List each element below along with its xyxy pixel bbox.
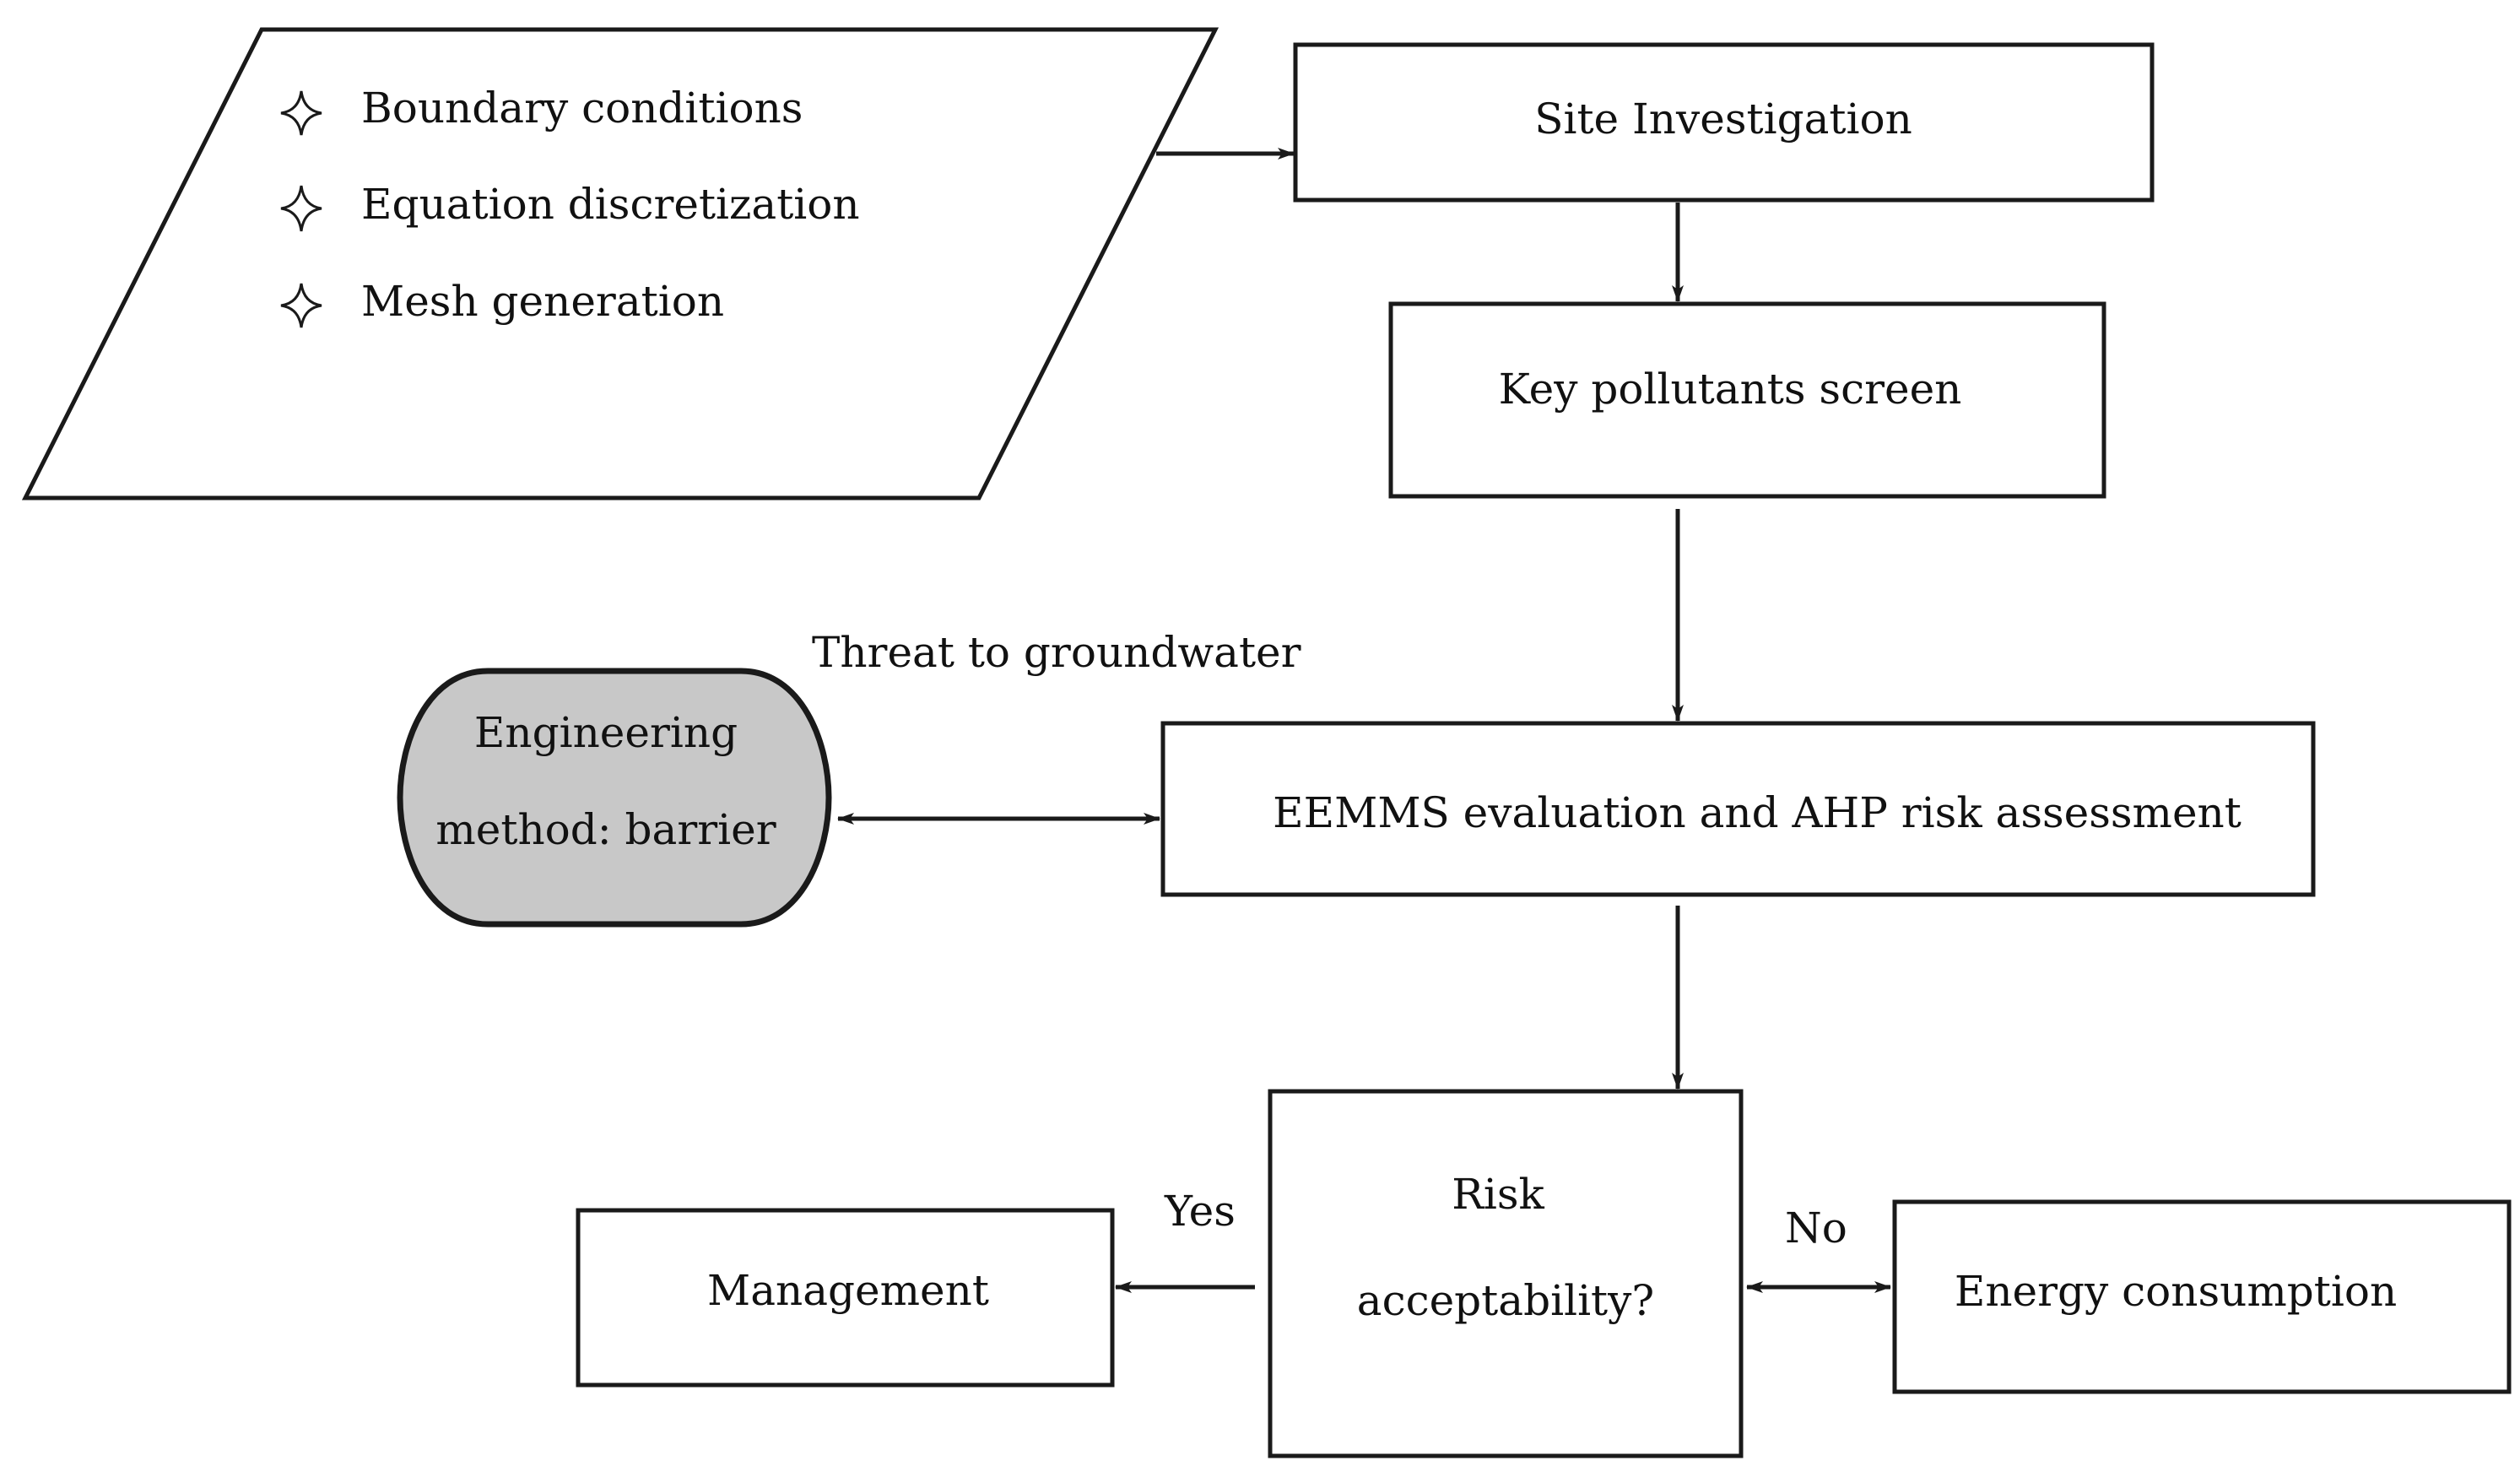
no-label: No xyxy=(1785,1204,1847,1252)
site-investigation-box xyxy=(1293,42,2155,203)
engineering-label-line2: method: barrier xyxy=(435,805,776,854)
site-investigation-node: Site Investigation xyxy=(1293,42,2155,203)
management-box xyxy=(576,1208,1115,1388)
risk-acceptability-node: Risk acceptability? xyxy=(1268,1089,1744,1458)
key-pollutants-box xyxy=(1388,301,2106,499)
risk-acceptability-box xyxy=(1268,1089,1744,1458)
management-label: Management xyxy=(707,1266,989,1315)
yes-label: Yes xyxy=(1164,1187,1236,1236)
eemms-node: EEMMS evaluation and AHP risk assessment xyxy=(1160,721,2316,897)
key-pollutants-node: Key pollutants screen xyxy=(1388,301,2106,499)
risk-label-line2: acceptability? xyxy=(1357,1276,1654,1325)
threat-to-groundwater-label: Threat to groundwater xyxy=(812,628,1301,677)
model-inputs-panel: Boundary conditions Equation discretizat… xyxy=(21,27,1219,500)
management-node: Management xyxy=(576,1208,1115,1388)
input-item-label: Mesh generation xyxy=(361,277,724,326)
energy-consumption-node: Energy consumption xyxy=(1892,1199,2512,1394)
four-point-star-icon xyxy=(280,185,322,232)
eemms-label: EEMMS evaluation and AHP risk assessment xyxy=(1273,788,2242,837)
engineering-terminator-shape xyxy=(397,668,832,928)
input-item-label: Boundary conditions xyxy=(361,84,803,133)
input-parallelogram xyxy=(21,27,1219,500)
four-point-star-icon xyxy=(280,283,322,328)
engineering-label-line1: Engineering xyxy=(474,708,738,757)
site-investigation-label: Site Investigation xyxy=(1534,95,1912,143)
eemms-box xyxy=(1160,721,2316,897)
energy-consumption-label: Energy consumption xyxy=(1955,1267,2397,1316)
four-point-star-icon xyxy=(280,90,322,136)
input-item-boundary-conditions: Boundary conditions xyxy=(280,84,803,136)
risk-label-line1: Risk xyxy=(1452,1170,1544,1219)
engineering-method-node: Engineering method: barrier xyxy=(397,668,832,928)
input-item-equation-discretization: Equation discretization xyxy=(280,180,860,232)
key-pollutants-label: Key pollutants screen xyxy=(1499,365,1962,414)
input-item-label: Equation discretization xyxy=(361,180,860,229)
input-item-mesh-generation: Mesh generation xyxy=(280,277,724,328)
energy-consumption-box xyxy=(1892,1199,2512,1394)
